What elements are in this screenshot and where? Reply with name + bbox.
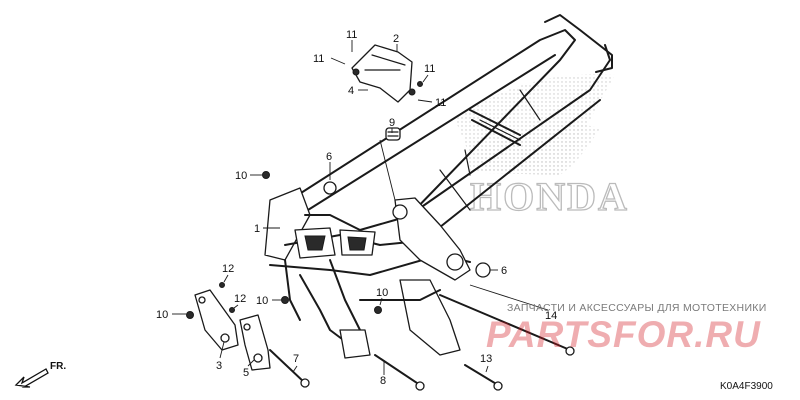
callout-4: 4: [348, 85, 354, 97]
front-label-text: FR.: [50, 361, 66, 372]
leader-lines: [172, 40, 549, 375]
callout-11: 11: [435, 97, 446, 109]
callout-7: 7: [293, 353, 299, 365]
callout-1: 1: [254, 223, 260, 235]
bolt-part-7: [269, 349, 310, 388]
callout-2: 2: [393, 33, 399, 45]
callout-6: 6: [501, 265, 507, 277]
rubber-part-9: [385, 127, 401, 141]
bolt-part-13: [464, 364, 503, 391]
callout-11: 11: [313, 53, 324, 65]
callout-3: 3: [216, 360, 222, 372]
callout-12: 12: [222, 263, 234, 275]
callout-10: 10: [376, 287, 388, 299]
front-arrow-icon: FR.: [14, 361, 66, 388]
hanger-part-5: [239, 314, 271, 371]
callout-13: 13: [480, 353, 492, 365]
watermark-logo-text: HONDA: [470, 174, 629, 219]
callout-11: 11: [346, 29, 357, 41]
diagram-code: K0A4F3900: [720, 381, 773, 392]
watermark-caption: ЗАПЧАСТИ И АКСЕССУАРЫ ДЛЯ МОТОТЕХНИКИ: [507, 302, 767, 314]
callout-labels: 11 2 11 11 4 11 9 6 10 1 12 12 10 10 6 1…: [156, 29, 557, 387]
bolt-part-10: [186, 171, 382, 319]
pivot-bolt-part-14: [439, 294, 575, 356]
callout-12: 12: [234, 293, 246, 305]
callout-5: 5: [243, 367, 249, 379]
bolt-part-12: [219, 282, 235, 313]
bracket-part-2: [351, 44, 423, 103]
watermark-brand: PARTSFOR.RU: [486, 314, 761, 355]
callout-9: 9: [389, 117, 395, 129]
callout-14: 14: [545, 310, 557, 322]
callout-10: 10: [235, 170, 247, 182]
main-frame-part: [264, 14, 613, 359]
callout-6: 6: [326, 151, 332, 163]
nut-part-6: [323, 181, 491, 278]
callout-11: 11: [424, 63, 435, 75]
callout-8: 8: [380, 375, 386, 387]
hanger-part-3: [194, 289, 239, 351]
callout-10: 10: [156, 309, 168, 321]
callout-10: 10: [256, 295, 268, 307]
bolt-part-8: [374, 354, 425, 391]
